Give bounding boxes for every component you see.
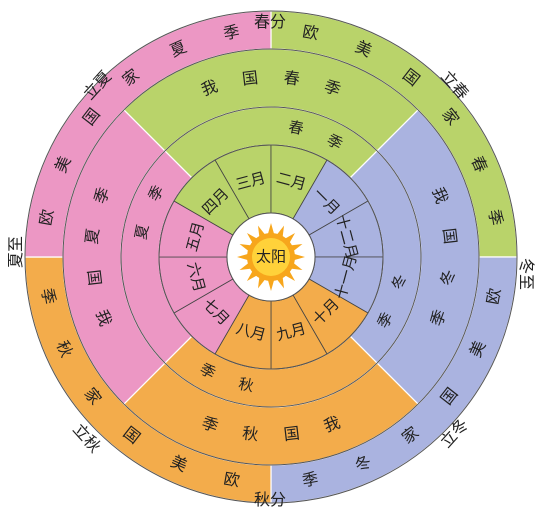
ring-outline (24, 10, 518, 504)
sun-icon (237, 223, 305, 291)
chinese-season-label: 季 (322, 76, 344, 99)
chinese-season-label: 秋 (241, 423, 259, 444)
chinese-season-label: 国 (283, 423, 301, 444)
western-season-label: 欧 (222, 469, 241, 490)
chinese-season-label: 国 (84, 269, 105, 287)
sun-ray (237, 253, 250, 261)
western-season-label: 欧 (483, 287, 504, 306)
western-season-label: 美 (168, 452, 190, 476)
label-xiazhi: 夏至 (6, 235, 26, 269)
western-season-label: 春 (467, 153, 491, 175)
chinese-season-label: 季 (427, 307, 450, 329)
label-chunfen: 春分 (254, 12, 287, 31)
month-band-label: 夏 (132, 223, 153, 241)
western-season-label: 秋 (53, 338, 77, 360)
chinese-season-label: 我 (199, 76, 221, 99)
sun-ray (292, 253, 305, 261)
season-rings (24, 10, 518, 504)
western-season-label: 季 (222, 22, 241, 43)
chinese-season-label: 春 (283, 68, 301, 89)
western-season-label: 季 (301, 469, 320, 490)
ring-labels: 欧美国家春季欧美国家冬季欧美国家秋季欧美国家夏季我国春季我国冬季我国秋季我国夏季… (36, 22, 507, 491)
chinese-season-label: 我 (321, 413, 343, 436)
western-season-label: 美 (51, 153, 75, 175)
ring-outline (158, 144, 384, 370)
chinese-season-label: 我 (428, 185, 451, 207)
label-qiufen: 秋分 (254, 490, 287, 509)
sun-ray (267, 278, 275, 291)
western-season-label: 季 (485, 208, 506, 227)
western-season-label: 美 (466, 338, 490, 360)
western-season-label: 欧 (36, 208, 57, 227)
sun-core (252, 238, 290, 276)
month-band-label: 秋 (237, 375, 255, 396)
western-season-label: 季 (38, 287, 59, 306)
month-band-label: 冬 (389, 273, 410, 291)
chinese-season-label: 季 (90, 185, 113, 207)
sun-label: 太阳 (256, 248, 286, 266)
ring-outline (62, 48, 480, 466)
western-season-label: 欧 (301, 22, 320, 43)
chinese-season-label: 季 (199, 413, 221, 436)
label-dongzhi: 冬至 (517, 257, 537, 291)
sun-ray (267, 223, 275, 236)
ring-outline (120, 106, 422, 408)
western-season-label: 美 (353, 37, 375, 61)
month-band-label: 春 (287, 118, 305, 139)
western-season-label: 冬 (352, 452, 374, 476)
chinese-season-label: 夏 (82, 227, 103, 245)
chinese-season-label: 我 (92, 307, 115, 329)
chinese-season-label: 国 (439, 227, 460, 245)
chinese-season-label: 国 (241, 68, 259, 89)
western-season-label: 夏 (167, 37, 189, 61)
chinese-season-label: 冬 (437, 269, 458, 287)
